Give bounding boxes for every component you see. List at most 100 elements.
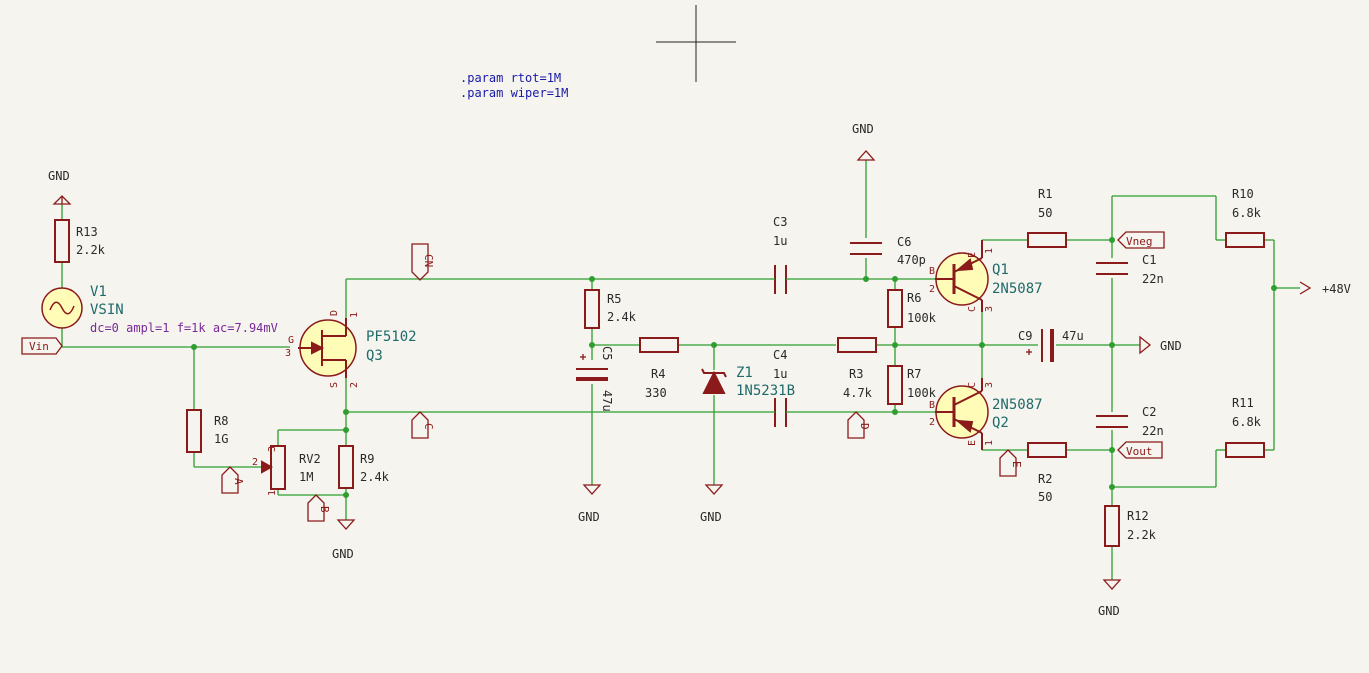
svg-text:GND: GND bbox=[1098, 604, 1120, 618]
capacitor-c9[interactable]: C9 47u bbox=[1018, 329, 1084, 362]
svg-text:C: C bbox=[967, 382, 978, 388]
svg-text:GND: GND bbox=[700, 510, 722, 524]
svg-text:G: G bbox=[288, 335, 294, 346]
svg-text:C3: C3 bbox=[773, 215, 787, 229]
param-rtot: .param rtot=1M bbox=[460, 71, 561, 85]
gnd-symbol-r12[interactable]: GND bbox=[1098, 579, 1122, 618]
capacitor-c2[interactable]: C2 22n bbox=[1096, 405, 1164, 438]
svg-text:B: B bbox=[929, 266, 935, 277]
svg-text:6.8k: 6.8k bbox=[1232, 415, 1262, 429]
svg-text:2.2k: 2.2k bbox=[76, 243, 106, 257]
param-wiper: .param wiper=1M bbox=[460, 86, 568, 100]
svg-text:22n: 22n bbox=[1142, 272, 1164, 286]
resistor-r2[interactable]: R2 50 bbox=[1027, 442, 1067, 504]
svg-text:R5: R5 bbox=[607, 292, 621, 306]
resistor-r10[interactable]: R10 6.8k bbox=[1225, 187, 1265, 248]
resistor-r4[interactable]: R4 330 bbox=[639, 337, 679, 400]
svg-text:Q2: Q2 bbox=[992, 415, 1009, 431]
svg-text:2: 2 bbox=[349, 382, 360, 388]
gnd-symbol-rv2[interactable]: GND bbox=[332, 519, 356, 561]
label-a[interactable]: A bbox=[221, 466, 245, 494]
svg-text:1M: 1M bbox=[299, 470, 313, 484]
svg-text:Vin: Vin bbox=[29, 340, 49, 353]
svg-text:R10: R10 bbox=[1232, 187, 1254, 201]
label-d[interactable]: D bbox=[847, 411, 871, 439]
svg-text:47u: 47u bbox=[1062, 329, 1084, 343]
resistor-r8[interactable]: R8 1G bbox=[186, 409, 228, 453]
svg-text:dc=0 ampl=1 f=1k ac=7.94mV: dc=0 ampl=1 f=1k ac=7.94mV bbox=[90, 321, 278, 335]
label-vin[interactable]: Vin bbox=[21, 337, 63, 355]
resistor-r3[interactable]: R3 4.7k bbox=[837, 337, 877, 400]
svg-text:R2: R2 bbox=[1038, 472, 1052, 486]
label-cn[interactable]: CN bbox=[411, 243, 435, 281]
svg-text:GND: GND bbox=[48, 169, 70, 183]
capacitor-c6[interactable]: C6 470p bbox=[850, 235, 926, 267]
svg-text:R13: R13 bbox=[76, 225, 98, 239]
wires bbox=[61, 160, 1300, 580]
svg-text:VSIN: VSIN bbox=[90, 302, 124, 318]
svg-text:Vout: Vout bbox=[1126, 445, 1153, 458]
transistor-q1[interactable]: B 2 E 1 C 3 Q1 2N5087 bbox=[929, 240, 1043, 312]
svg-text:C: C bbox=[422, 423, 435, 430]
svg-text:E: E bbox=[967, 252, 978, 258]
voltage-source-v1[interactable]: V1 VSIN dc=0 ampl=1 f=1k ac=7.94mV bbox=[41, 284, 278, 335]
svg-text:V1: V1 bbox=[90, 284, 107, 300]
gnd-symbol-r13[interactable]: GND bbox=[48, 169, 72, 205]
svg-text:E: E bbox=[1010, 461, 1023, 468]
resistor-r11[interactable]: R11 6.8k bbox=[1225, 396, 1265, 458]
resistor-r6[interactable]: R6 100k bbox=[887, 289, 937, 328]
svg-text:+48V: +48V bbox=[1322, 282, 1351, 296]
svg-text:Q3: Q3 bbox=[366, 348, 383, 364]
capacitor-c4[interactable]: C4 1u bbox=[770, 348, 790, 427]
svg-text:3: 3 bbox=[285, 348, 291, 359]
svg-text:1u: 1u bbox=[773, 234, 787, 248]
resistor-r13[interactable]: R13 2.2k bbox=[54, 219, 106, 263]
svg-text:C9: C9 bbox=[1018, 329, 1032, 343]
svg-text:50: 50 bbox=[1038, 490, 1052, 504]
svg-text:RV2: RV2 bbox=[299, 452, 321, 466]
svg-text:R12: R12 bbox=[1127, 509, 1149, 523]
resistor-r9[interactable]: R9 2.4k bbox=[338, 445, 390, 489]
svg-text:3: 3 bbox=[267, 446, 278, 452]
label-vneg[interactable]: Vneg bbox=[1117, 231, 1165, 249]
svg-text:PF5102: PF5102 bbox=[366, 329, 417, 345]
svg-text:1: 1 bbox=[349, 312, 360, 318]
svg-text:2: 2 bbox=[929, 417, 935, 428]
svg-text:R6: R6 bbox=[907, 291, 921, 305]
gnd-symbol-c6[interactable]: GND bbox=[852, 122, 876, 161]
potentiometer-rv2[interactable]: 2 3 1 RV2 1M bbox=[252, 445, 321, 496]
svg-text:2: 2 bbox=[929, 284, 935, 295]
svg-text:1: 1 bbox=[267, 490, 278, 496]
resistor-r12[interactable]: R12 2.2k bbox=[1104, 505, 1157, 547]
gnd-symbol-c9[interactable]: GND bbox=[1139, 335, 1182, 355]
svg-text:3: 3 bbox=[984, 382, 995, 388]
gnd-symbol-c5[interactable]: GND bbox=[578, 484, 602, 524]
capacitor-c5[interactable]: C5 47u bbox=[576, 346, 614, 412]
power-symbol-48v[interactable]: +48V bbox=[1299, 281, 1351, 296]
transistor-q2[interactable]: B 2 C 3 E 1 2N5087 Q2 bbox=[929, 378, 1043, 450]
svg-text:C1: C1 bbox=[1142, 253, 1156, 267]
gnd-symbol-z1[interactable]: GND bbox=[700, 484, 724, 524]
label-b[interactable]: B bbox=[307, 494, 331, 522]
label-e[interactable]: E bbox=[999, 449, 1023, 477]
svg-text:6.8k: 6.8k bbox=[1232, 206, 1262, 220]
svg-text:2N5087: 2N5087 bbox=[992, 281, 1043, 297]
jfet-q3[interactable]: G 3 D 1 S 2 PF5102 Q3 bbox=[285, 310, 417, 388]
svg-text:GND: GND bbox=[1160, 339, 1182, 353]
svg-text:A: A bbox=[232, 478, 245, 485]
resistor-r5[interactable]: R5 2.4k bbox=[584, 289, 637, 329]
capacitor-c1[interactable]: C1 22n bbox=[1096, 253, 1164, 286]
zener-z1[interactable]: Z1 1N5231B bbox=[701, 365, 795, 399]
svg-text:C: C bbox=[967, 306, 978, 312]
svg-text:2.4k: 2.4k bbox=[360, 470, 390, 484]
svg-text:3: 3 bbox=[984, 306, 995, 312]
svg-text:GND: GND bbox=[332, 547, 354, 561]
svg-text:1G: 1G bbox=[214, 432, 228, 446]
svg-text:GND: GND bbox=[578, 510, 600, 524]
resistor-r1[interactable]: R1 50 bbox=[1027, 187, 1067, 248]
resistor-r7[interactable]: R7 100k bbox=[887, 365, 937, 405]
capacitor-c3[interactable]: C3 1u bbox=[770, 215, 790, 294]
label-c[interactable]: C bbox=[411, 411, 435, 439]
label-vout[interactable]: Vout bbox=[1117, 441, 1163, 459]
